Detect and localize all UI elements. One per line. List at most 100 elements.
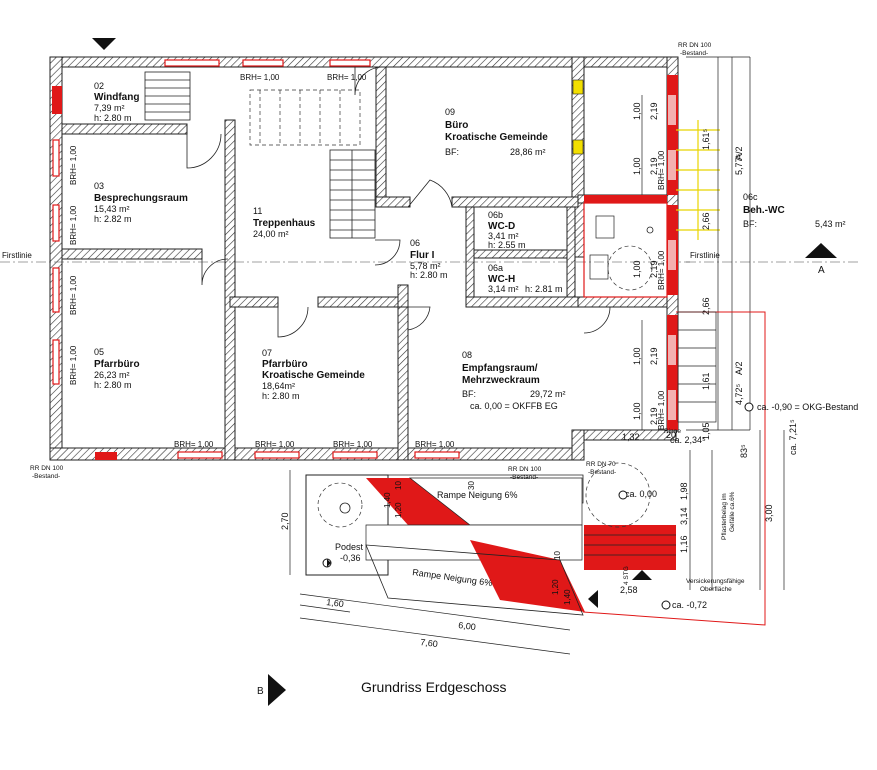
firstlinie-left: Firstlinie	[2, 251, 32, 260]
room-name: Treppenhaus	[253, 218, 316, 229]
dim-text: 1,05	[701, 422, 711, 440]
dim-text: A/2	[734, 146, 744, 160]
room-06c: 06c Beh.-WC BF: 5,43 m²	[743, 192, 846, 229]
dim-text: 1,61⁵	[701, 128, 711, 150]
gutter-label: Rinne	[664, 428, 681, 435]
dim-text: 3,14	[679, 507, 689, 525]
ramp: Rampe Neigung 6% Rampe Neigung 6% Podest…	[305, 462, 676, 616]
room-number: 06a	[488, 263, 503, 273]
room-area: 3,14 m²	[488, 284, 519, 294]
brh-labels: BRH= 1,00 BRH= 1,00 BRH= 1,00 BRH= 1,00 …	[69, 73, 666, 449]
dim-text: 1,98	[679, 482, 689, 500]
dim-text: 2,70	[280, 512, 290, 530]
brh-label: BRH= 1,00	[69, 145, 78, 185]
room-bf-label: BF:	[462, 389, 476, 399]
level-label: ca. -0,72	[672, 600, 707, 610]
room-name: Pfarrbüro	[262, 359, 308, 370]
dim-text: 2,19	[649, 260, 659, 278]
room-name: Windfang	[94, 92, 139, 103]
room-number: 06c	[743, 192, 758, 202]
dim-text: 3,00	[764, 504, 774, 522]
brh-label: BRH= 1,00	[174, 440, 214, 449]
room-number: 05	[94, 347, 104, 357]
interior-walls	[61, 66, 668, 461]
level-label: ca. 0,00	[625, 489, 657, 499]
yellow-markings	[676, 120, 720, 240]
dim-text: 2,19	[649, 102, 659, 120]
dim-text: 2,19	[649, 407, 659, 425]
ramp-label: Rampe Neigung 6%	[437, 490, 518, 500]
drain-label-sub: -Bestand-	[680, 50, 708, 57]
dim-text: 1,00	[632, 260, 642, 278]
dim-text: 2,58	[620, 585, 638, 595]
brh-label: BRH= 1,00	[240, 73, 280, 82]
room-name: Beh.-WC	[743, 205, 785, 216]
room-name: WC-H	[488, 274, 515, 285]
room-number: 03	[94, 181, 104, 191]
dim-text: 1,61	[701, 372, 711, 390]
staircase	[144, 71, 376, 239]
drain-label: RR DN 70	[586, 461, 616, 468]
right-dimensions: 5,77⁵ 4,72⁵ A/2 A/2 1,61⁵ 2,66 2,66 1,61…	[632, 56, 798, 590]
room-number: 11	[253, 206, 262, 216]
room-name: Pfarrbüro	[94, 359, 140, 370]
podest-level: -0,36	[340, 553, 361, 563]
brh-label: BRH= 1,00	[327, 73, 367, 82]
room-07: 07 Pfarrbüro Kroatische Gemeinde 18,64m²…	[262, 348, 365, 401]
dim-text: 1,00	[632, 157, 642, 175]
entrance-marker	[632, 570, 652, 580]
paving-label: Gefälle ca.6%	[729, 491, 736, 532]
drain-label: RR DN 100	[508, 466, 542, 473]
room-name-line2: Mehrzweckraum	[462, 375, 540, 386]
site-outline	[582, 311, 766, 626]
room-area: 3,41 m²	[488, 231, 519, 241]
paving-label: Pflasterbelag im	[721, 493, 728, 540]
room-height: h: 2.80 m	[94, 380, 132, 390]
dim-text: 20	[666, 430, 676, 440]
drain-label: RR DN 100	[30, 465, 64, 472]
room-height: h: 2.55 m	[488, 240, 526, 250]
dim-text: 1,00	[632, 347, 642, 365]
windows	[52, 59, 678, 460]
room-area: 28,86 m²	[510, 147, 546, 157]
room-area: 26,23 m²	[94, 370, 130, 380]
room-height: h: 2.81 m	[525, 284, 563, 294]
drain-label-sub: -Bestand-	[588, 469, 616, 476]
room-06a: 06a WC-H 3,14 m² h: 2.81 m	[488, 263, 563, 294]
firstlinie-right: Firstlinie	[690, 251, 720, 260]
dim-text: 2,66	[701, 212, 711, 230]
dim-text: 1,00	[632, 402, 642, 420]
room-height: h: 2.80 m	[262, 391, 300, 401]
brh-label: BRH= 1,00	[657, 150, 666, 190]
dim-text: 1,60	[326, 597, 345, 609]
dim-text: 1,16	[679, 535, 689, 553]
brh-label: BRH= 1,00	[69, 345, 78, 385]
dim-text: 83⁵	[739, 444, 749, 458]
dim-text: 4,72⁵	[734, 383, 744, 405]
room-area: 18,64m²	[262, 381, 295, 391]
room-11: 11 Treppenhaus 24,00 m²	[253, 206, 316, 239]
room-area: 15,43 m²	[94, 204, 130, 214]
room-name: Empfangsraum/	[462, 363, 538, 374]
dim-text: 2,66	[701, 297, 711, 315]
dim-text: ca. 7,21⁵	[788, 419, 798, 455]
dim-text: 1,40	[383, 492, 392, 508]
brh-label: BRH= 1,00	[69, 275, 78, 315]
section-label: B	[257, 686, 264, 697]
entrance-marker	[588, 590, 598, 608]
dim-text: 7,60	[420, 637, 439, 649]
room-height: h: 2.80 m	[410, 270, 448, 280]
room-06: 06 Flur I 5,78 m² h: 2.80 m	[410, 238, 448, 280]
dim-text: 5,77⁵	[734, 153, 744, 175]
room-height: h: 2.80 m	[94, 113, 132, 123]
room-number: 06b	[488, 210, 503, 220]
room-bf-label: BF:	[445, 147, 459, 157]
dim-text: 1,32	[622, 432, 640, 442]
entrance-marker	[92, 38, 116, 50]
room-03: 03 Besprechungsraum 15,43 m² h: 2.82 m	[94, 181, 188, 224]
dim-text: 1,20	[394, 502, 403, 518]
brh-label: BRH= 1,00	[333, 440, 373, 449]
section-marker-a: A	[805, 243, 837, 276]
section-marker-b: B	[257, 674, 286, 706]
